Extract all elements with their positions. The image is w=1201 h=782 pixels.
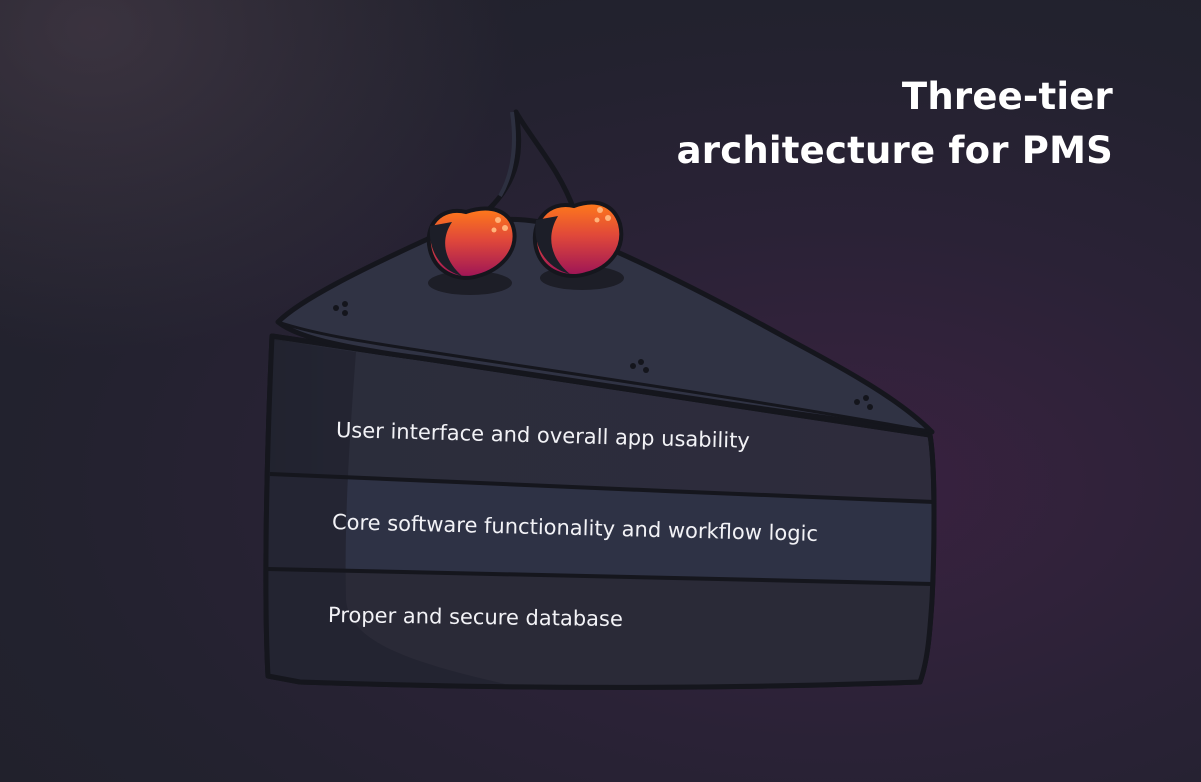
cherry-stem-left <box>483 109 522 215</box>
title-line-1: Three-tier <box>901 75 1113 118</box>
bottom-layer <box>266 570 932 688</box>
crumbs <box>333 301 873 410</box>
middle-layer <box>268 475 934 584</box>
layer-label-database: Proper and secure database <box>327 603 624 632</box>
separator-top <box>269 472 935 504</box>
cherry-right <box>532 200 624 278</box>
separator-bottom <box>267 567 933 586</box>
cherry-shadow-left <box>428 271 512 295</box>
cake-left-shadow <box>266 340 505 684</box>
cherry-stem-right <box>513 109 577 213</box>
page-title: Three-tier architecture for PMS <box>677 70 1113 178</box>
cake-top-rim <box>277 320 933 434</box>
cherry-left <box>426 206 517 280</box>
title-line-2: architecture for PMS <box>676 129 1113 172</box>
